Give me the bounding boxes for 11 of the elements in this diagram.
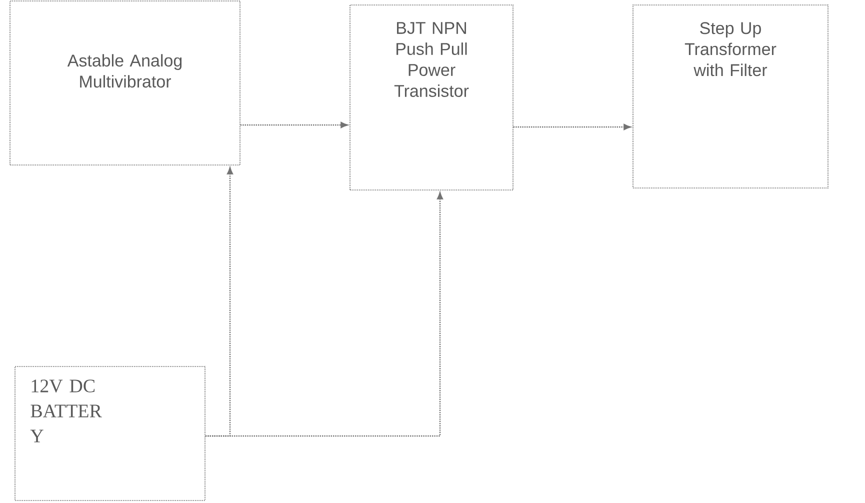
process-box — [10, 0, 240, 166]
arrow — [513, 124, 631, 130]
process-box — [350, 4, 514, 190]
node-label: Astable Analog Multivibrator — [67, 54, 182, 88]
arrow — [205, 192, 444, 437]
node-label: 12V DC BATTER Y — [30, 380, 102, 442]
node-label: Step Up Transformer with Filter — [684, 22, 776, 76]
battery-box — [14, 366, 206, 501]
process-box — [632, 4, 828, 188]
arrow — [240, 122, 348, 128]
node-label: BJT NPN Push Pull Power Transistor — [394, 22, 469, 97]
